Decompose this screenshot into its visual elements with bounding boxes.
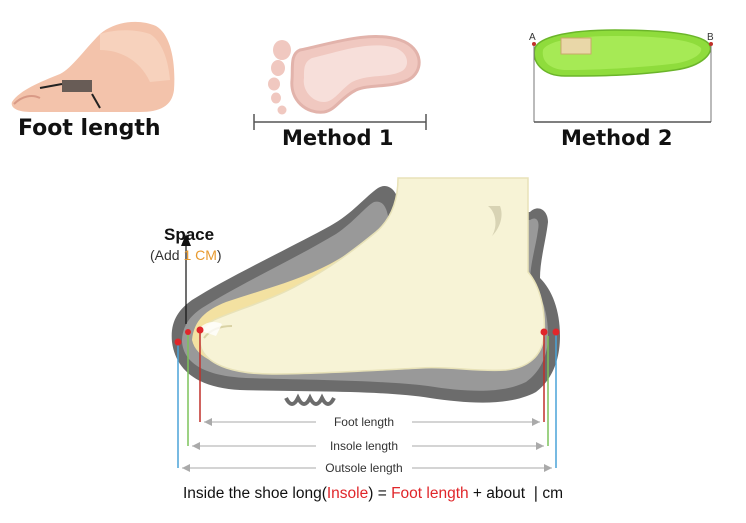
add-space-note: (Add 1 CM) (150, 247, 222, 263)
insole-highlight: Insole (327, 485, 368, 502)
foot-length-panel: Foot length (0, 10, 180, 160)
foot-length-highlight: Foot length (391, 485, 469, 502)
method1-panel: Method 1 (240, 10, 440, 160)
method2-label: Method 2 (561, 126, 673, 150)
point-b-label: B (707, 32, 714, 43)
point-a-label: A (529, 32, 536, 43)
tread-icon (286, 398, 334, 404)
size-caption: Inside the shoe long(Insole) = Foot leng… (0, 484, 746, 503)
insole-length-measure: Insole length (330, 439, 398, 453)
outsole-length-measure: Outsole length (325, 461, 402, 475)
method1-label: Method 1 (282, 126, 394, 150)
foot-side-photo (0, 10, 180, 120)
foot-length-measure: Foot length (334, 415, 394, 429)
method2-panel: A B Method 2 (525, 10, 725, 160)
foot-length-label: Foot length (18, 116, 161, 141)
insole-icon: A B (525, 10, 725, 140)
shoe-diagram: Space (Add 1 CM) Foot length Insole leng… (0, 160, 746, 480)
footprint-icon (240, 10, 440, 140)
space-label: Space (164, 225, 214, 244)
